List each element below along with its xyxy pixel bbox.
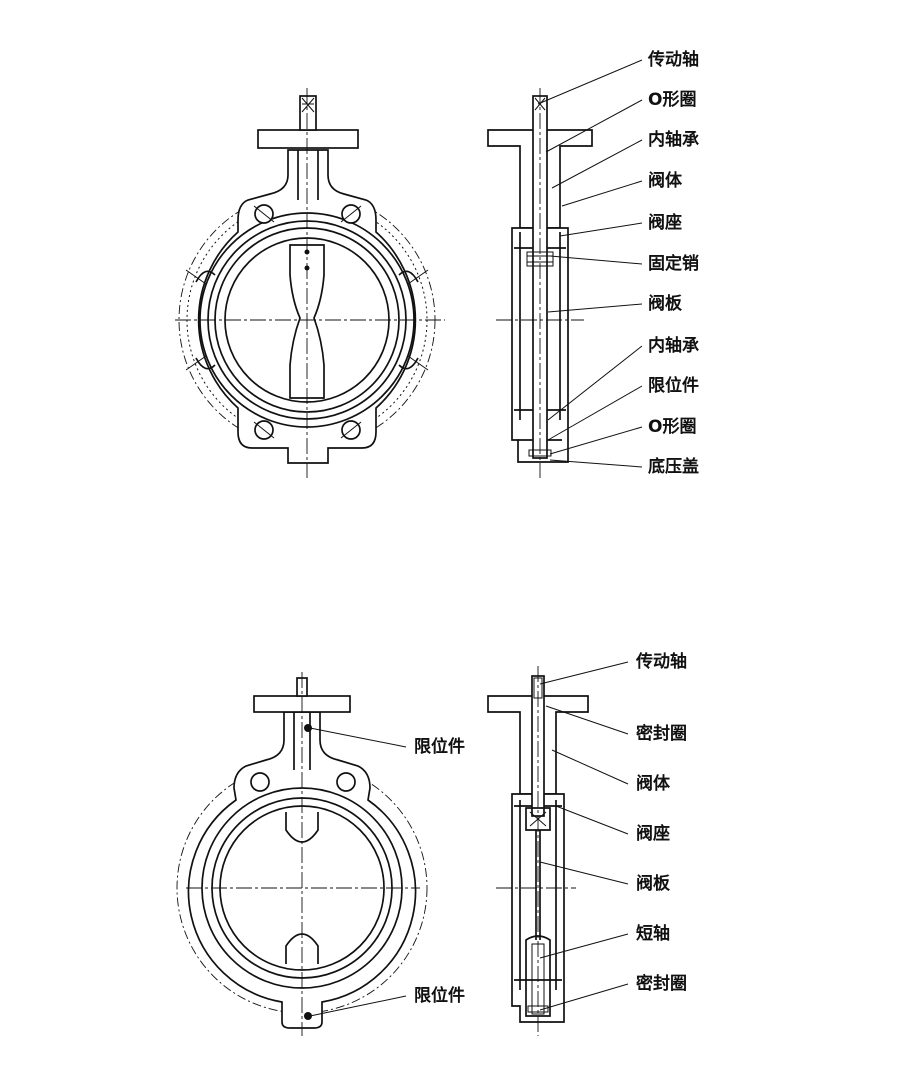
bottom-front-bolt-holes <box>250 772 356 792</box>
leader-bottom-4 <box>555 805 629 835</box>
label-drive-shaft-b: 传动轴 <box>636 652 687 672</box>
label-limit-stop: 限位件 <box>648 376 699 396</box>
bottom-side-seat-lines <box>514 800 562 990</box>
leader-top-1 <box>537 59 643 105</box>
bottom-front-bolt-circle <box>176 762 428 1014</box>
leader-bottom-6 <box>539 933 629 959</box>
top-front-view <box>175 88 445 478</box>
bottom-front-stop-bottom <box>304 1012 312 1020</box>
label-drive-shaft: 传动轴 <box>648 50 699 70</box>
bottom-leaders <box>539 661 629 1011</box>
top-side-pin-lines <box>527 255 553 263</box>
leader-bottom-3 <box>551 749 629 785</box>
bottom-side-stub-housing <box>525 935 551 1017</box>
label-limit-stop-bottom: 限位件 <box>414 986 465 1006</box>
top-side-view <box>487 88 593 478</box>
leader-top-2 <box>545 99 643 153</box>
bottom-side-body <box>511 793 565 1023</box>
label-fixing-pin: 固定销 <box>648 254 699 274</box>
label-o-ring-2: O形圈 <box>648 417 697 437</box>
label-valve-body-b: 阀体 <box>636 774 670 794</box>
bottom-front-view <box>176 672 428 1036</box>
leader-top-7 <box>547 303 643 313</box>
top-front-shaft <box>299 95 317 131</box>
leader-top-6 <box>549 255 643 265</box>
top-front-flange <box>257 129 359 149</box>
label-seal-ring-2: 密封圈 <box>636 974 687 994</box>
leader-bottom-2 <box>545 705 629 735</box>
bottom-side-disc-hub-top <box>525 807 551 831</box>
label-limit-stop-top: 限位件 <box>414 737 465 757</box>
label-o-ring: O形圈 <box>648 90 697 110</box>
leader-top-10 <box>549 426 643 455</box>
leader-top-11 <box>549 459 643 468</box>
label-valve-body: 阀体 <box>648 171 682 191</box>
leader-top-8 <box>547 345 643 421</box>
top-front-neck <box>297 150 319 200</box>
leader-bottom-front-2 <box>309 995 407 1017</box>
bottom-front-neck <box>293 712 311 770</box>
leader-top-4 <box>561 180 643 207</box>
bottom-side-disc <box>535 830 541 940</box>
top-side-seat-lines <box>514 232 566 420</box>
bottom-side-view <box>487 666 589 1036</box>
leader-top-5 <box>559 222 643 237</box>
top-front-disc <box>289 244 325 399</box>
label-valve-disc-b: 阀板 <box>636 874 670 894</box>
top-front-shaft-flats <box>301 97 315 113</box>
label-inner-bearing: 内轴承 <box>648 130 699 150</box>
bottom-front-stop-top <box>304 724 312 732</box>
label-valve-seat-b: 阀座 <box>636 824 670 844</box>
label-inner-bearing-2: 内轴承 <box>648 336 699 356</box>
leader-top-3 <box>551 139 643 189</box>
label-seal-ring: 密封圈 <box>636 724 687 744</box>
top-leaders <box>537 59 643 468</box>
bottom-front-body-outline <box>187 711 417 1029</box>
top-front-bolt-holes <box>185 204 429 440</box>
label-bottom-cover: 底压盖 <box>648 457 699 477</box>
leader-bottom-1 <box>539 661 629 685</box>
leader-bottom-5 <box>539 861 629 885</box>
label-valve-seat: 阀座 <box>648 213 682 233</box>
leader-bottom-front-1 <box>309 727 407 748</box>
label-stub-shaft: 短轴 <box>636 924 670 944</box>
label-valve-disc: 阀板 <box>648 294 682 314</box>
leader-bottom-7 <box>539 983 629 1011</box>
leader-top-9 <box>547 385 643 441</box>
